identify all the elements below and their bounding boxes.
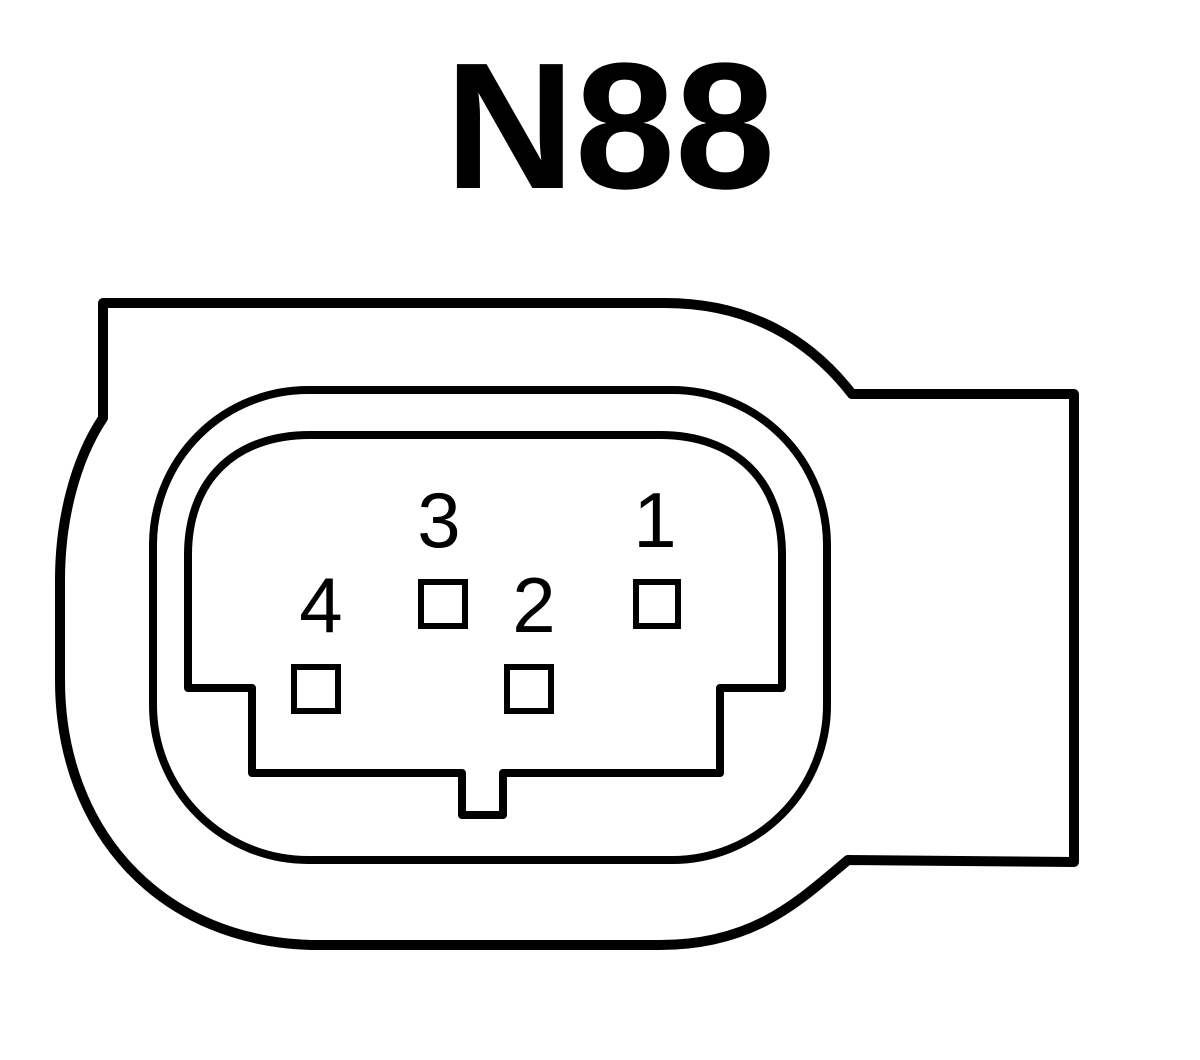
keyed-cavity-outline: [184, 431, 786, 819]
pin-label-1: 1: [633, 476, 676, 564]
pin-label-3: 3: [417, 476, 460, 564]
pin-cavity-1: [633, 579, 681, 629]
pin-cavity-3: [418, 579, 468, 629]
pin-label-4: 4: [299, 561, 342, 649]
pin-label-2: 2: [512, 561, 555, 649]
connector-housing-outline: [55, 298, 1079, 950]
plug-body-outline: [149, 386, 831, 864]
pin-cavity-2: [504, 664, 554, 714]
pin-cavity-4: [291, 664, 341, 714]
connector-title: N88: [445, 26, 775, 227]
